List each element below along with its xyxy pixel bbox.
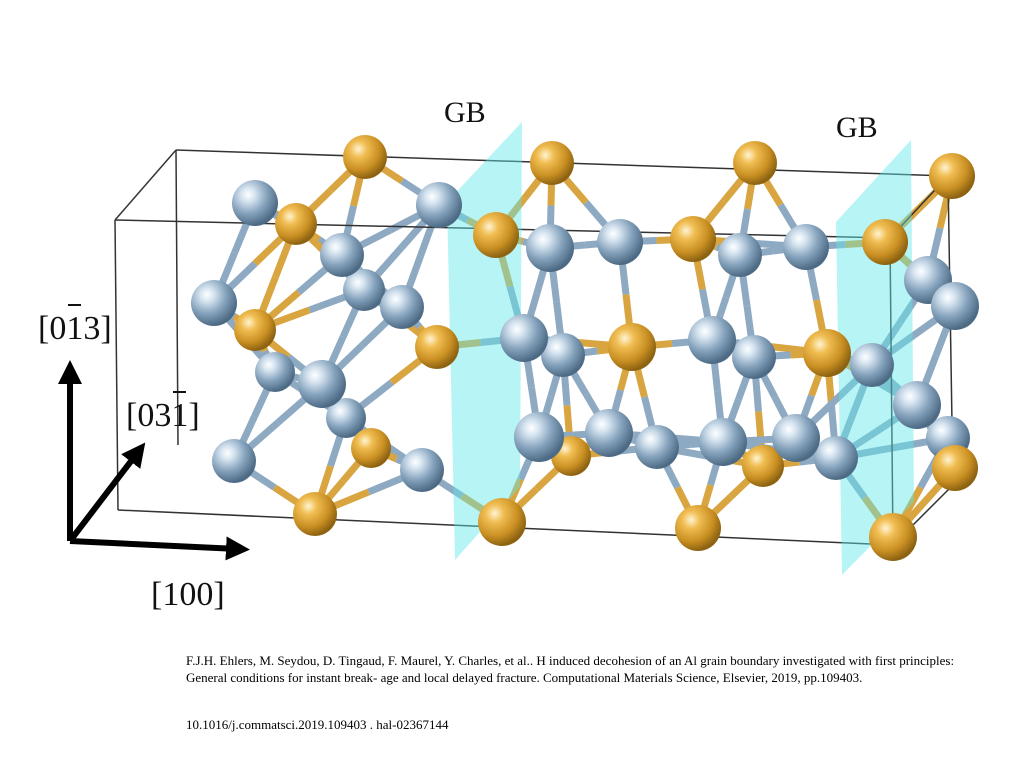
coordinate-axes <box>58 360 250 561</box>
al-atom <box>931 282 979 330</box>
impurity-atom <box>733 141 777 185</box>
al-atom <box>699 418 747 466</box>
al-atom <box>380 285 424 329</box>
impurity-atom <box>932 445 978 491</box>
al-atom <box>783 224 829 270</box>
al-atom <box>585 409 633 457</box>
impurity-atom <box>530 141 574 185</box>
atoms <box>191 135 979 561</box>
axis-label-z: [013] <box>38 304 112 347</box>
cell-edge <box>889 237 894 546</box>
cell-edge <box>114 219 119 511</box>
al-atom <box>320 233 364 277</box>
al-atom <box>772 414 820 462</box>
al-atom <box>326 398 366 438</box>
impurity-atom <box>742 445 784 487</box>
al-atom <box>400 448 444 492</box>
al-atom <box>850 343 894 387</box>
impurity-atom <box>670 216 716 262</box>
al-atom <box>597 219 643 265</box>
gb-label-left: GB <box>444 96 486 129</box>
al-atom <box>635 425 679 469</box>
cell-edge <box>175 149 179 446</box>
al-atom <box>893 381 941 429</box>
impurity-atom <box>869 513 917 561</box>
al-atom <box>718 233 762 277</box>
al-atom <box>500 314 548 362</box>
al-atom <box>526 224 574 272</box>
al-atom <box>232 180 278 226</box>
al-atom <box>814 436 858 480</box>
axis-arrow-x <box>69 536 250 561</box>
al-atom <box>212 439 256 483</box>
al-atom <box>191 280 237 326</box>
impurity-atom <box>675 505 721 551</box>
al-atom <box>688 316 736 364</box>
impurity-atom <box>803 329 851 377</box>
impurity-atom <box>275 203 317 245</box>
impurity-atom <box>234 309 276 351</box>
impurity-atom <box>293 492 337 536</box>
al-atom <box>298 360 346 408</box>
impurity-atom <box>929 153 975 199</box>
impurity-atom <box>473 212 519 258</box>
al-atom <box>416 182 462 228</box>
axis-label-x: [100] <box>151 576 225 613</box>
impurity-atom <box>478 498 526 546</box>
impurity-atom <box>351 428 391 468</box>
grain-boundary-supercell <box>58 122 979 575</box>
axis-label-diagonal: [031] <box>126 391 200 434</box>
cell-edge <box>114 149 177 221</box>
al-atom <box>541 333 585 377</box>
crystal-structure-figure: GB GB [013] [031] [100] <box>38 96 979 613</box>
citation-text: F.J.H. Ehlers, M. Seydou, D. Tingaud, F.… <box>186 653 955 685</box>
impurity-atom <box>415 325 459 369</box>
axis-arrow-diagonal <box>67 442 146 543</box>
impurity-atom <box>608 323 656 371</box>
al-atom <box>343 269 385 311</box>
unit-cell-box <box>114 149 954 546</box>
doi-line: 10.1016/j.commatsci.2019.109403 . hal-02… <box>186 717 449 732</box>
al-atom <box>514 412 564 462</box>
al-atom <box>255 352 295 392</box>
gb-label-right: GB <box>836 111 878 144</box>
impurity-atom <box>862 219 908 265</box>
al-atom <box>732 335 776 379</box>
impurity-atom <box>343 135 387 179</box>
